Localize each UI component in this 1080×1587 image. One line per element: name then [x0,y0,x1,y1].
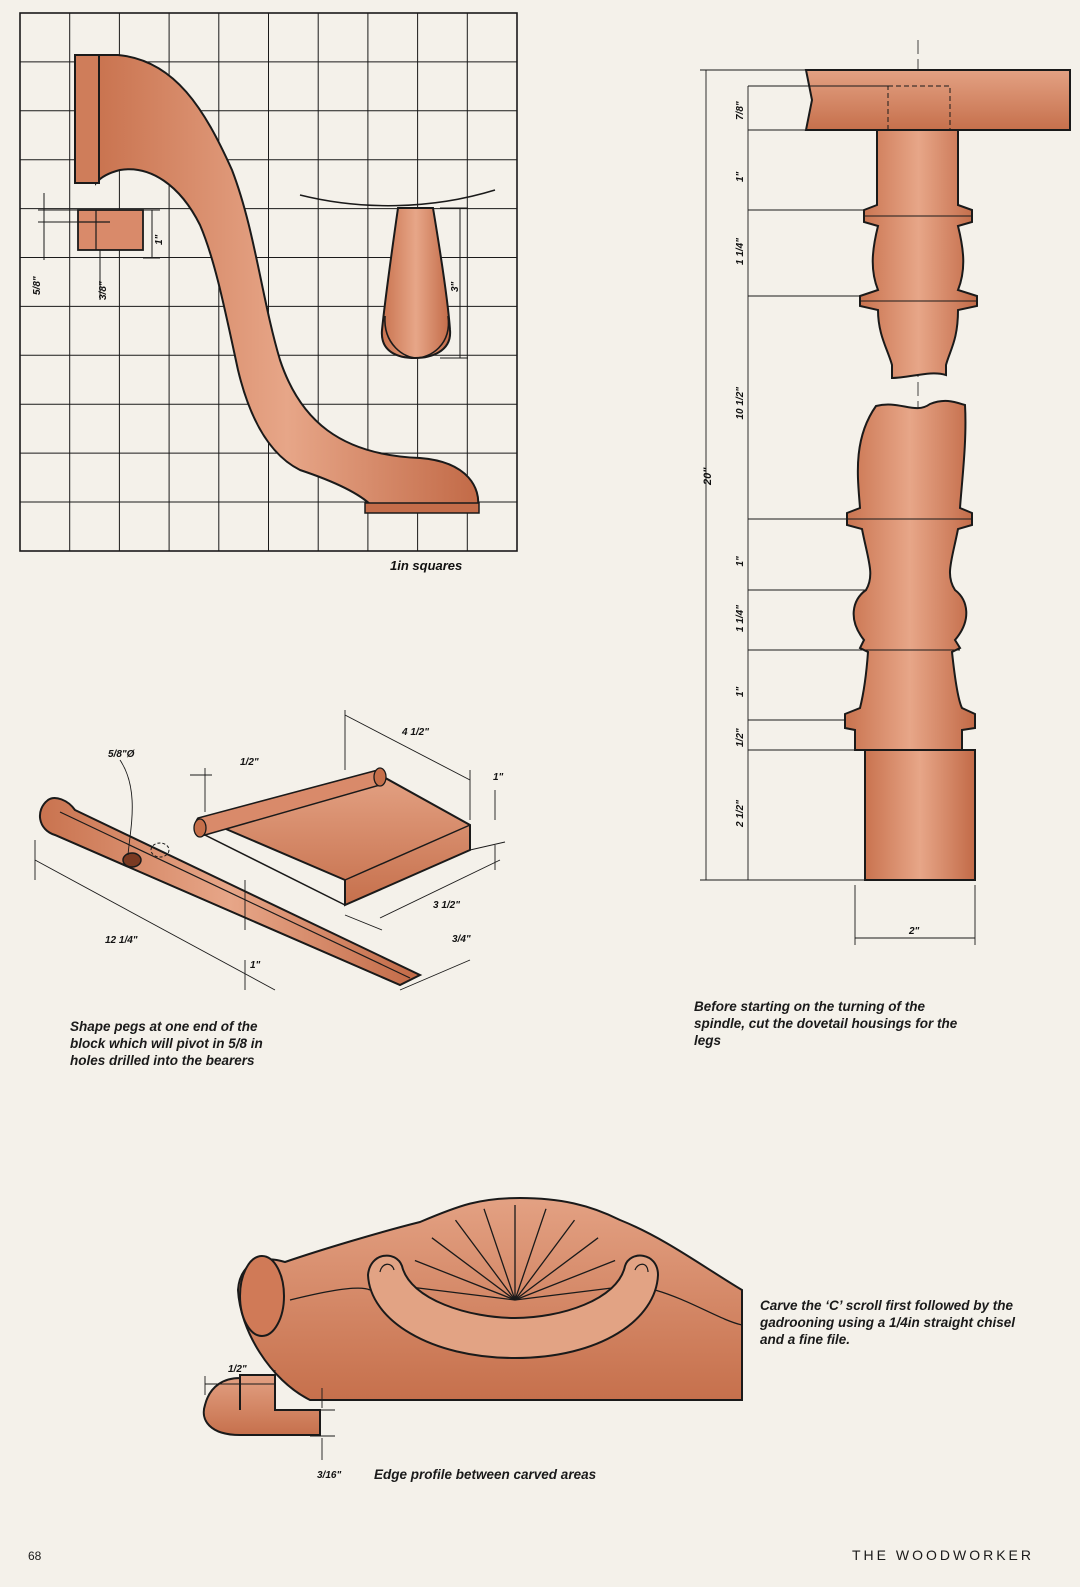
spindle-segment-dim: 7/8" [735,101,746,120]
edge-width-dim: 1/2" [228,1364,247,1375]
block-dimension-lines [34,710,506,991]
spindle-segment-dim: 10 1/2" [735,387,746,420]
edge-profile [202,1374,321,1436]
spindle-segment-dim: 1" [735,556,746,567]
c-scroll [366,1254,660,1360]
gadroon-flute [514,1237,599,1301]
spindle-base [864,749,976,881]
spindle-segment-dim: 2 1/2" [735,800,746,828]
depth-dim: 3 1/2" [433,900,460,911]
caption-edge: Edge profile between carved areas [374,1467,597,1482]
gadroon-flute [406,1285,516,1301]
spindle-width-dim: 2" [908,926,920,937]
spindle-upper [859,129,978,380]
spindle-extension-lines [700,69,976,945]
bearer-width-dim: 3/4" [452,934,471,945]
thickness-dim: 1" [493,772,504,783]
leg-tenon [77,209,144,251]
gadroon-flute [514,1285,624,1301]
spindle-segment-dim: 1" [735,171,746,182]
gadroon-flute [431,1237,516,1301]
peg-dim: 1/2" [240,757,259,768]
tenon-dim-a: 5/8" [32,276,43,295]
block-bearer-diagram: 5/8"Ø 1/2" 4 1/2" 1" 3 1/2" 3/4" 12 1/4"… [34,710,506,991]
tabletop-section [804,69,1071,131]
leg-foot-pad [364,502,480,514]
tenon-dimension-lines [38,193,160,300]
edge-profile-diagram: 1/2" 3/16" [202,1364,341,1481]
bearer-height-dim: 1" [250,960,261,971]
page-number: 68 [28,1549,42,1563]
gadroon-flute [514,1219,576,1301]
gadrooning [406,1205,624,1301]
edge-depth-dim: 3/16" [317,1470,341,1481]
caption-carving: Carve the ‘C’ scroll first followed by t… [760,1298,1016,1347]
bore-dim: 5/8"Ø [108,749,136,760]
spindle-segment-dim: 1" [735,686,746,697]
spindle-total-dim: 20" [702,467,714,486]
foot-section [380,207,452,360]
magazine-name: THE WOODWORKER [852,1547,1034,1563]
gadroon-flute [414,1259,516,1301]
tenon-dim-b: 3/8" [98,281,109,300]
gadroon-flute [514,1259,616,1301]
gadroon-flute [483,1208,516,1301]
caption-spindle: Before starting on the turning of the sp… [694,999,958,1048]
spindle-segment-dim: 1 1/4" [735,605,746,632]
top-width-dim: 4 1/2" [401,727,429,738]
bearer-hole [122,852,142,868]
bearer-length-dim: 12 1/4" [105,935,138,946]
carved-apron [236,1196,743,1401]
gadroon-flute [454,1219,516,1301]
tenon-dim-c: 1" [154,234,165,245]
spindle-segment-dim: 1 1/4" [735,238,746,265]
foot-dim: 3" [450,281,461,292]
spindle-diagram: 7/8"1"1 1/4"10 1/2"1"1 1/4"1"1/2"2 1/2" … [700,40,1071,945]
grid-caption: 1in squares [390,558,462,573]
foot-section-curve [299,189,496,207]
leg-dovetail [74,54,100,184]
gadroon-flute [514,1208,547,1301]
spindle-lower [844,399,976,751]
caption-pegs: Shape pegs at one end of the block which… [70,1019,263,1068]
carving-diagram [236,1196,743,1401]
grid-diagram: 5/8" 3/8" 1" 3" [19,12,518,552]
spindle-segment-dim: 1/2" [735,728,746,747]
